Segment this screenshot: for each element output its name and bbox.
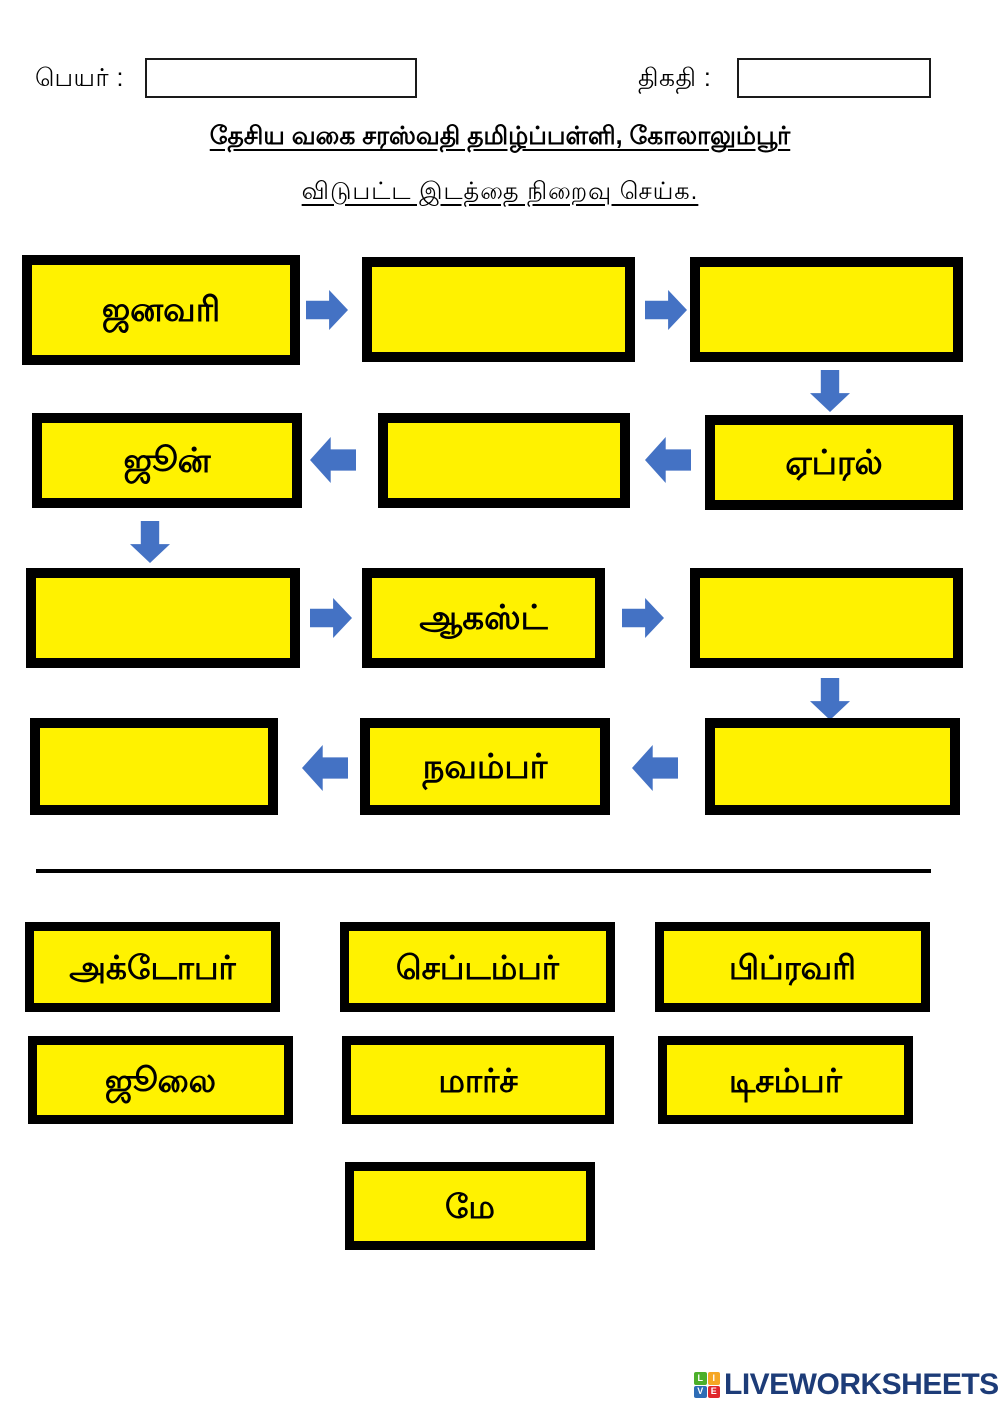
word-bank-item-5[interactable]: மார்ச் xyxy=(342,1036,614,1124)
flow-box-label: ஏப்ரல் xyxy=(785,443,883,482)
flow-box-r4c1[interactable] xyxy=(30,718,278,815)
word-bank-item-1[interactable]: அக்டோபர் xyxy=(25,922,280,1012)
section-divider xyxy=(36,869,931,873)
liveworksheets-logo[interactable]: L I V E LIVEWORKSHEETS xyxy=(694,1368,999,1402)
word-bank-label: செப்டம்பர் xyxy=(395,948,560,986)
flow-box-r1c2[interactable] xyxy=(362,257,635,362)
logo-wordmark: LIVEWORKSHEETS xyxy=(724,1368,999,1401)
arrow-right-r3-1 xyxy=(310,598,352,638)
name-input[interactable] xyxy=(145,58,417,98)
word-bank-label: டிசம்பர் xyxy=(729,1061,842,1099)
flow-box-r1c3[interactable] xyxy=(690,257,963,362)
logo-tile-v-icon: V xyxy=(694,1385,707,1398)
word-bank-label: மே xyxy=(445,1187,495,1225)
word-bank-label: அக்டோபர் xyxy=(69,948,236,986)
flow-box-label: ஆகஸ்ட் xyxy=(419,599,548,637)
school-title: தேசிய வகை சரஸ்வதி தமிழ்ப்பள்ளி, கோலாலும்… xyxy=(209,122,791,150)
arrow-right-r1-2 xyxy=(645,290,687,330)
flow-box-label: ஜூன் xyxy=(123,441,211,480)
logo-tile-l-icon: L xyxy=(694,1372,707,1385)
arrow-left-r2-2 xyxy=(645,437,691,483)
word-bank-label: மார்ச் xyxy=(438,1061,518,1099)
flow-box-r3c1[interactable] xyxy=(26,568,300,668)
arrow-left-r4-2 xyxy=(632,745,678,791)
arrow-right-r3-2 xyxy=(622,598,664,638)
flow-box-label: நவம்பர் xyxy=(422,747,548,786)
flow-box-label: ஜனவரி xyxy=(101,291,221,329)
word-bank-item-6[interactable]: டிசம்பர் xyxy=(658,1036,913,1124)
arrow-left-r2-1 xyxy=(310,437,356,483)
flow-box-r2c3[interactable]: ஏப்ரல் xyxy=(705,415,963,510)
word-bank-item-3[interactable]: பிப்ரவரி xyxy=(655,922,930,1012)
word-bank-label: ஜூலை xyxy=(104,1061,217,1099)
logo-tile-e-icon: E xyxy=(707,1385,720,1398)
word-bank-item-4[interactable]: ஜூலை xyxy=(28,1036,293,1124)
arrow-down-r3-r4 xyxy=(810,678,850,720)
flow-box-r2c2[interactable] xyxy=(378,413,630,508)
flow-box-r1c1[interactable]: ஜனவரி xyxy=(22,255,300,365)
word-bank-label: பிப்ரவரி xyxy=(728,948,857,986)
arrow-right-r1-1 xyxy=(306,290,348,330)
flow-box-r4c3[interactable] xyxy=(705,718,960,815)
arrow-down-r2-r3 xyxy=(130,521,170,563)
name-label: பெயர் : xyxy=(35,64,124,92)
arrow-down-r1-r2 xyxy=(810,370,850,412)
flow-box-r4c2[interactable]: நவம்பர் xyxy=(360,718,610,815)
word-bank-item-7[interactable]: மே xyxy=(345,1162,595,1250)
flow-box-r3c3[interactable] xyxy=(690,568,963,668)
word-bank-item-2[interactable]: செப்டம்பர் xyxy=(340,922,615,1012)
logo-tile-i-icon: I xyxy=(707,1372,720,1385)
logo-tiles: L I V E xyxy=(694,1372,720,1398)
flow-box-r2c1[interactable]: ஜூன் xyxy=(32,413,302,508)
arrow-left-r4-1 xyxy=(302,745,348,791)
date-input[interactable] xyxy=(737,58,931,98)
flow-box-r3c2[interactable]: ஆகஸ்ட் xyxy=(362,568,605,668)
instruction-text: விடுபட்ட இடத்தை நிறைவு செய்க. xyxy=(301,178,699,205)
date-label: திகதி : xyxy=(638,64,712,92)
